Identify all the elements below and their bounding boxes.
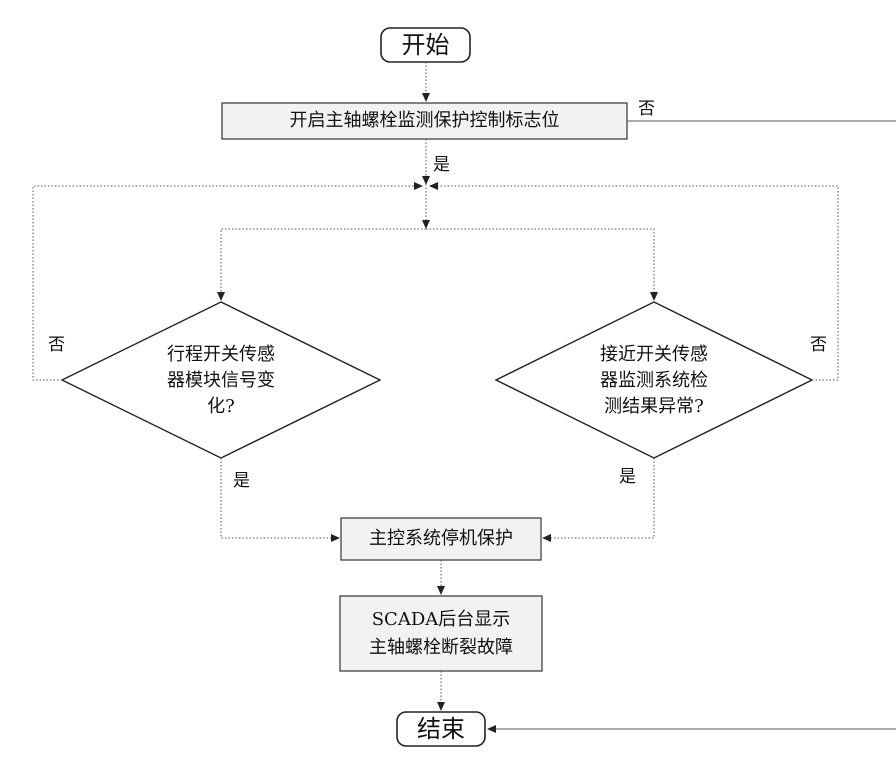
proximity-switch-line-2: 器监测系统检 [564,368,744,394]
proximity-no-label: 否 [810,330,827,355]
travel-no-label: 否 [48,330,65,355]
enable-flag-label: 开启主轴螺栓监测保护控制标志位 [222,103,627,139]
flag-yes-label: 是 [433,150,450,175]
travel-switch-line-1: 行程开关传感 [131,342,311,368]
travel-yes-label: 是 [233,466,250,491]
shutdown-label: 主控系统停机保护 [341,518,541,560]
travel-switch-line-2: 器模块信号变 [131,368,311,394]
proximity-yes-label: 是 [619,462,636,487]
flag-no-label: 否 [638,94,655,119]
end-label: 结束 [397,712,485,746]
proximity-switch-label: 接近开关传感 器监测系统检 测结果异常? [564,342,744,420]
edge-split-left [221,229,426,300]
start-label: 开始 [381,28,470,62]
proximity-switch-line-1: 接近开关传感 [564,342,744,368]
scada-line-1: SCADA后台显示 [340,606,542,634]
travel-switch-label: 行程开关传感 器模块信号变 化? [131,342,311,420]
edge-split-right [426,229,654,300]
scada-display-label: SCADA后台显示 主轴螺栓断裂故障 [340,606,542,662]
proximity-switch-line-3: 测结果异常? [564,394,744,420]
travel-switch-line-3: 化? [131,394,311,420]
scada-line-2: 主轴螺栓断裂故障 [340,634,542,662]
edge-proximity-yes [543,458,654,538]
